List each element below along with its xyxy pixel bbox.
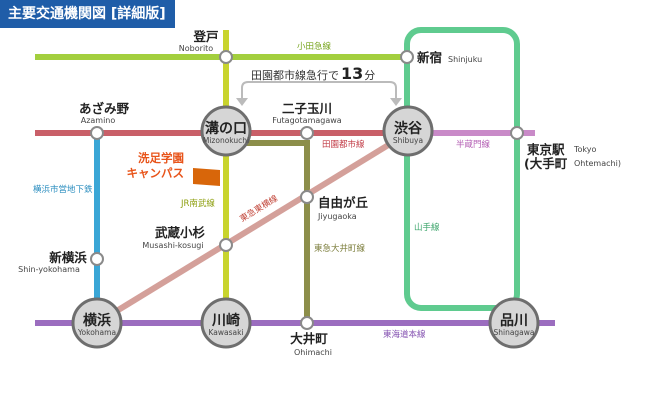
musashikosugi-name-ja: 武蔵小杉 xyxy=(155,225,206,240)
station-jiyugaoka[interactable] xyxy=(300,190,314,204)
page-title: 主要交通機関図 [詳細版] xyxy=(0,0,175,28)
denentoshi-label: 田園都市線 xyxy=(322,139,365,150)
shibuya-name-en: Shibuya xyxy=(393,136,423,145)
station-shinyokohama[interactable] xyxy=(90,252,104,266)
station-noborito[interactable] xyxy=(219,50,233,64)
kawasaki-name-en: Kawasaki xyxy=(208,328,243,337)
yamanote-label: 山手線 xyxy=(414,222,440,233)
hanzomon-label: 半蔵門線 xyxy=(456,139,491,150)
nambu-label: JR南武線 xyxy=(180,198,215,209)
station-oimachi[interactable] xyxy=(300,316,314,330)
shinjuku-name-en: Shinjuku xyxy=(448,55,482,64)
kawasaki-name-ja: 川崎 xyxy=(211,312,240,329)
station-shinjuku[interactable] xyxy=(400,50,414,64)
station-futako[interactable] xyxy=(300,126,314,140)
station-yokohama[interactable] xyxy=(71,297,123,349)
noborito-name-ja: 登戸 xyxy=(192,29,218,44)
mizonokuchi-name-en: Mizonokuchi xyxy=(203,136,249,145)
shinyokohama-name-en: Shin-yokohama xyxy=(18,265,80,274)
futako-name-en: Futagotamagawa xyxy=(272,116,342,125)
yamanote-line xyxy=(404,27,520,311)
yokohama-name-ja: 横浜 xyxy=(83,312,111,329)
odakyu-label: 小田急線 xyxy=(297,41,332,52)
azamino-name-en: Azamino xyxy=(81,116,116,125)
jiyugaoka-name-en: Jiyugaoka xyxy=(317,212,357,221)
callout-arrow-right-icon xyxy=(390,98,402,106)
station-shinagawa[interactable] xyxy=(488,297,540,349)
shinagawa-name-en: Shinagawa xyxy=(493,328,534,337)
oimachi-line xyxy=(226,140,310,323)
oimachi-name-ja: 大井町 xyxy=(290,331,328,346)
shinjuku-name-ja: 新宿 xyxy=(417,50,442,65)
oimachi-label: 東急大井町線 xyxy=(314,243,366,254)
tokaido-label: 東海道本線 xyxy=(383,329,426,340)
shinyokohama-name-ja: 新横浜 xyxy=(49,250,87,265)
station-azamino[interactable] xyxy=(90,126,104,140)
shinagawa-name-ja: 品川 xyxy=(500,313,528,329)
azamino-name-ja: あざみ野 xyxy=(79,101,130,116)
tokyo-name-en1: Tokyo xyxy=(573,145,597,154)
campus-marker xyxy=(193,168,220,186)
tokyo-name-en2: Ohtemachi) xyxy=(574,159,621,168)
jiyugaoka-name-ja: 自由が丘 xyxy=(318,195,369,210)
express-callout-bracket xyxy=(241,81,397,100)
station-kawasaki[interactable] xyxy=(200,297,252,349)
toyoko-label: 東急東横線 xyxy=(238,193,280,225)
noborito-name-en: Noborito xyxy=(179,44,214,53)
tokyo-name-ja2: (大手町 xyxy=(524,156,568,171)
campus-label-line1: 洗足学園 xyxy=(138,151,184,165)
subway-label: 横浜市営地下鉄 xyxy=(33,184,93,195)
musashikosugi-name-en: Musashi-kosugi xyxy=(142,241,203,250)
station-mizonokuchi[interactable] xyxy=(200,105,252,157)
oimachi-name-en: Ohimachi xyxy=(294,348,332,357)
callout-arrow-left-icon xyxy=(236,98,248,106)
mizonokuchi-name-ja: 溝の口 xyxy=(205,120,247,137)
toyoko-line xyxy=(95,130,410,326)
tokyo-name-ja1: 東京駅 xyxy=(527,142,565,157)
shibuya-name-ja: 渋谷 xyxy=(394,120,423,137)
yokohama-name-en: Yokohama xyxy=(77,328,116,337)
futako-name-ja: 二子玉川 xyxy=(282,101,332,116)
campus-label-line2: キャンパス xyxy=(127,166,185,180)
station-shibuya[interactable] xyxy=(382,105,434,157)
station-tokyo[interactable] xyxy=(510,126,524,140)
station-musashikosugi[interactable] xyxy=(219,238,233,252)
